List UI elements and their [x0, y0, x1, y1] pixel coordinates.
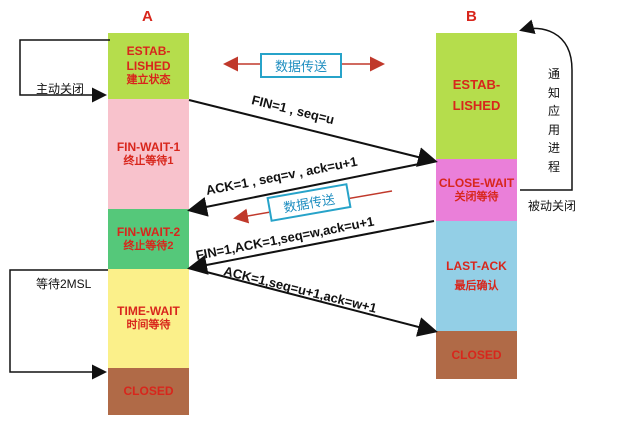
- client-header: A: [142, 8, 153, 25]
- msg-label-1: FIN=1 , seq=u: [250, 92, 336, 128]
- server-notify-label: 通知 应用 进程: [548, 65, 561, 177]
- client-column: ESTAB- LISHED 建立状态 FIN-WAIT-1 终止等待1 FIN-…: [108, 33, 189, 415]
- server-column: ESTAB- LISHED CLOSE-WAIT 关闭等待 LAST-ACK 最…: [436, 33, 517, 379]
- server-passive-close-label: 被动关闭: [528, 199, 577, 213]
- msg-label-3: FIN=1,ACK=1,seq=w,ack=u+1: [194, 213, 376, 263]
- server-state-last-ack-en: LAST-ACK: [446, 258, 507, 273]
- client-state-fin-wait-1-zh: 终止等待1: [123, 154, 174, 167]
- msg-label-4: ACK=1,seq=u+1,ack=w+1: [222, 263, 379, 316]
- server-state-close-wait-en: CLOSE-WAIT: [438, 175, 515, 190]
- data-transfer-box-mid: 数据传送: [266, 183, 352, 222]
- client-state-established-zh: 建立状态: [126, 74, 171, 87]
- server-state-established-en: ESTAB- LISHED: [452, 77, 501, 113]
- server-state-closed-en: CLOSED: [451, 347, 502, 362]
- server-state-close-wait: CLOSE-WAIT 关闭等待: [436, 159, 517, 221]
- data-transfer-box-top: 数据传送: [260, 53, 342, 78]
- server-header: B: [466, 8, 477, 25]
- client-state-established: ESTAB- LISHED 建立状态: [108, 33, 189, 99]
- client-state-fin-wait-2: FIN-WAIT-2 终止等待2: [108, 209, 189, 269]
- client-state-time-wait-zh: 时间等待: [126, 319, 171, 332]
- client-state-fin-wait-1-en: FIN-WAIT-1: [116, 139, 181, 154]
- server-state-last-ack-zh: 最后确认: [454, 279, 499, 292]
- client-wait-2msl-label: 等待2MSL: [36, 277, 92, 291]
- server-state-closed: CLOSED: [436, 331, 517, 379]
- client-state-fin-wait-1: FIN-WAIT-1 终止等待1: [108, 99, 189, 209]
- server-state-established: ESTAB- LISHED: [436, 33, 517, 159]
- client-state-fin-wait-2-en: FIN-WAIT-2: [116, 224, 181, 239]
- server-state-close-wait-zh: 关闭等待: [454, 190, 499, 203]
- client-state-fin-wait-2-zh: 终止等待2: [123, 239, 174, 252]
- client-state-closed: CLOSED: [108, 368, 189, 415]
- client-state-closed-en: CLOSED: [123, 384, 174, 398]
- client-active-close-label: 主动关闭: [36, 82, 85, 96]
- server-notify-line: [519, 19, 573, 191]
- server-state-last-ack: LAST-ACK 最后确认: [436, 221, 517, 331]
- client-state-time-wait: TIME-WAIT 时间等待: [108, 269, 189, 368]
- client-state-time-wait-en: TIME-WAIT: [117, 304, 180, 319]
- client-state-established-en: ESTAB- LISHED: [126, 44, 171, 74]
